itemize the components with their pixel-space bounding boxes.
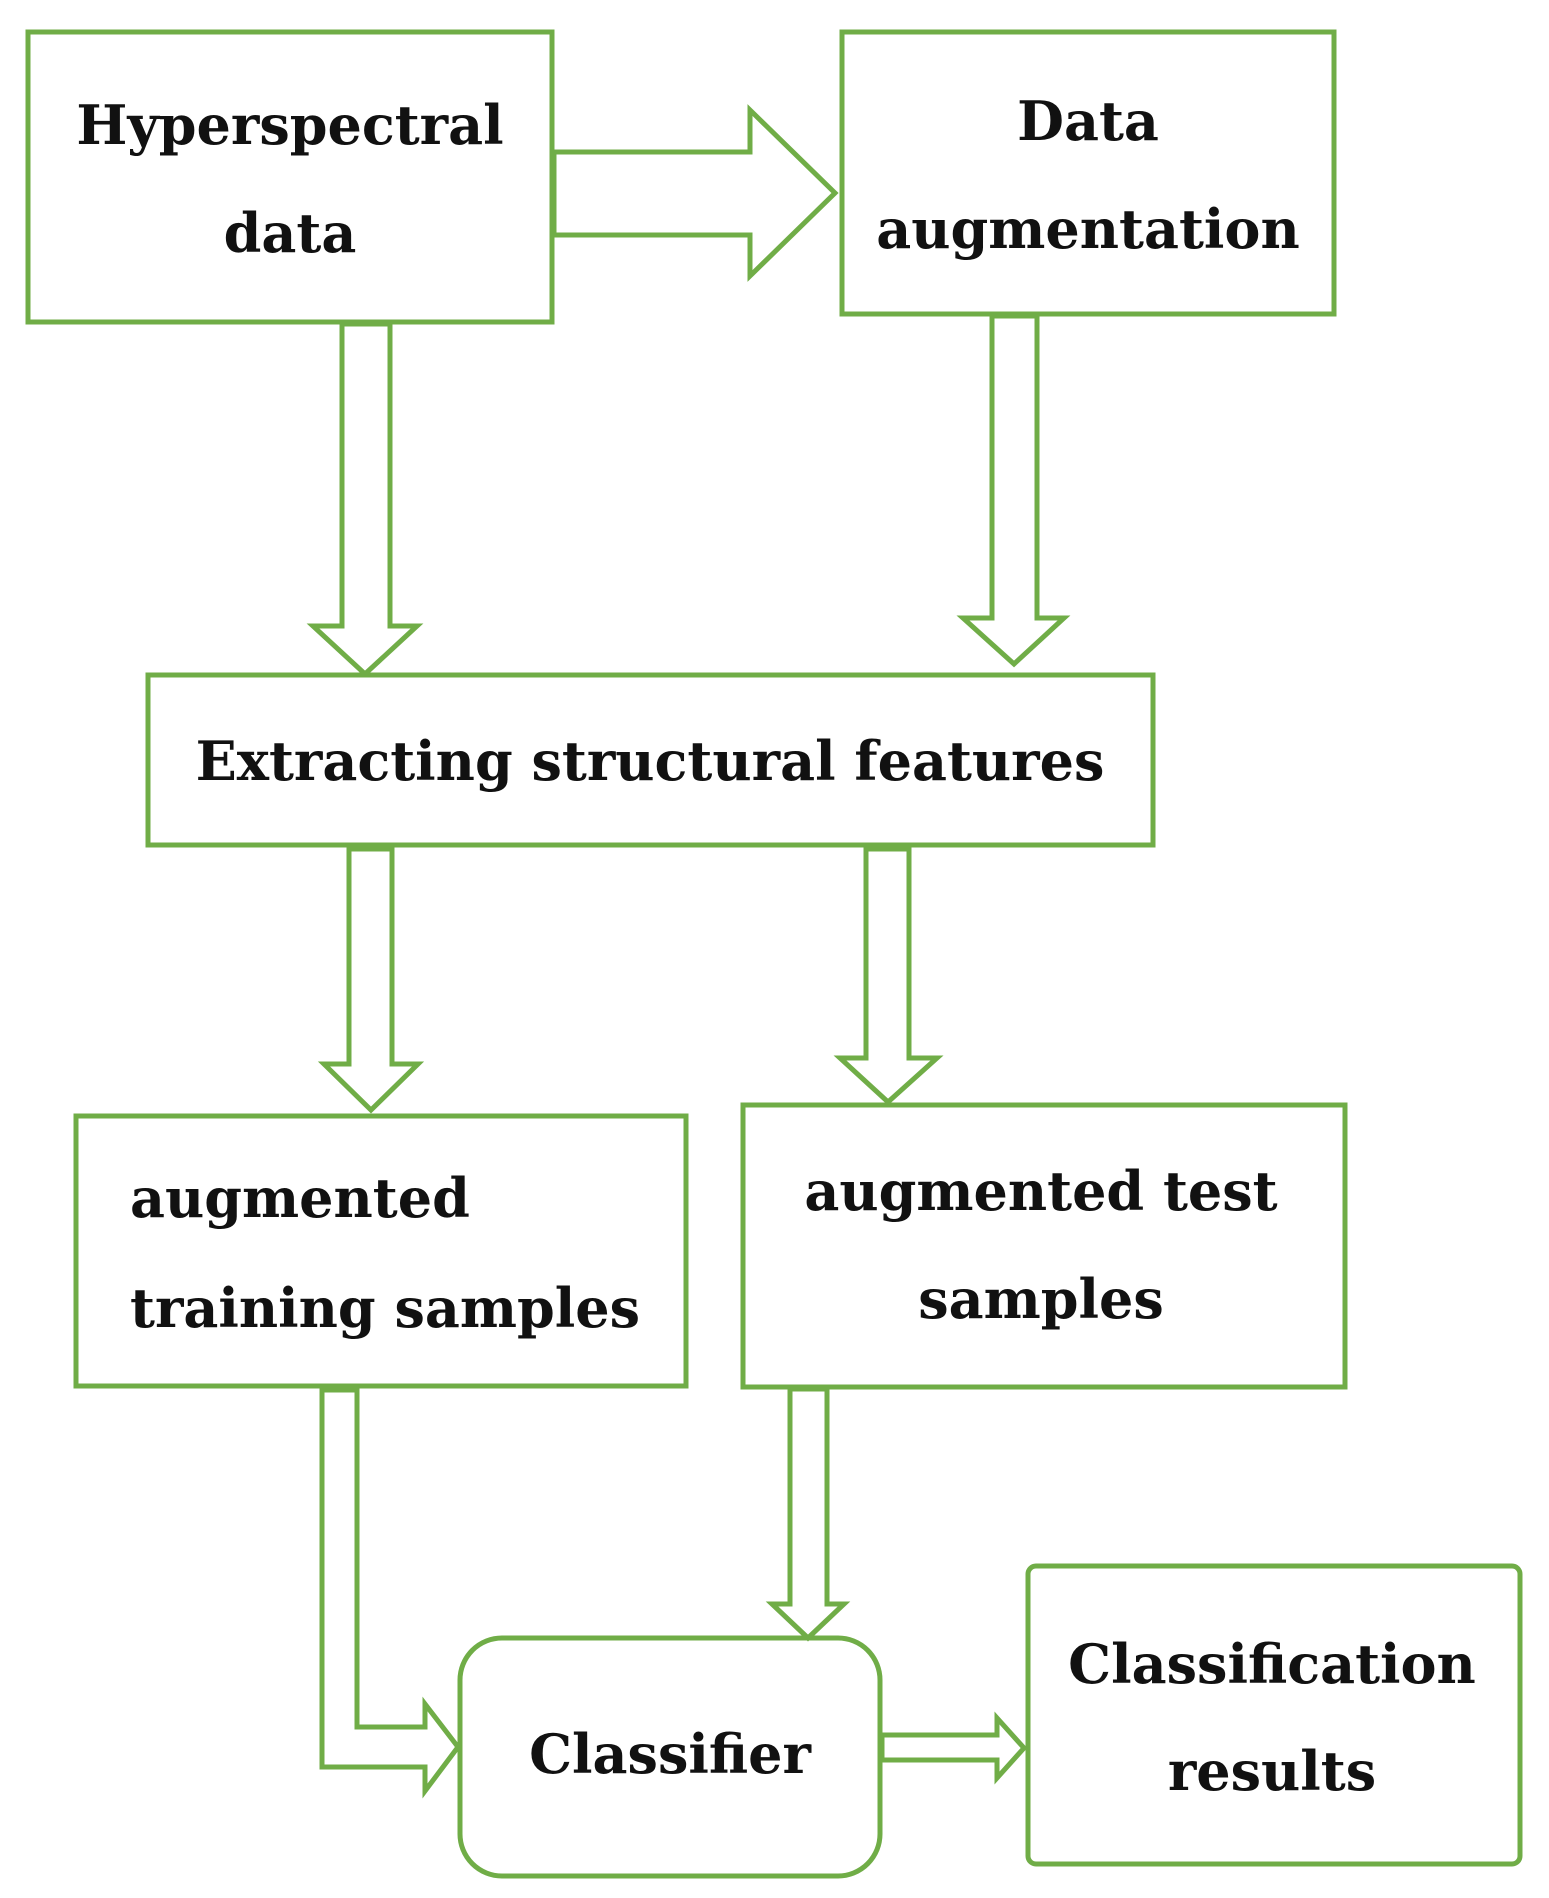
hyperspectral-label-line2: data (224, 201, 357, 265)
arrow-hyperspectral-to-features (306, 321, 424, 678)
arrow-training-to-classifier (319, 1387, 462, 1799)
augmented-test-box (740, 1102, 1348, 1390)
arrow-classifier-to-results (879, 1711, 1028, 1785)
results-label-line2: results (1168, 1739, 1376, 1803)
test-label-line2: samples (918, 1267, 1164, 1331)
classification-results-box (1025, 1563, 1523, 1867)
hyperspectral-label-line1: Hyperspectral (76, 93, 503, 157)
training-label-line1: augmented (130, 1166, 470, 1230)
extracting-features-box (145, 672, 1156, 848)
arrow-features-to-training (317, 846, 425, 1114)
augmented-training-box (73, 1113, 689, 1389)
data-augmentation-box (839, 29, 1337, 317)
arrow-augmentation-to-features (956, 313, 1071, 668)
features-label: Extracting structural features (196, 729, 1105, 793)
arrow-test-to-classifier (765, 1386, 851, 1642)
test-label-line1: augmented test (804, 1159, 1277, 1223)
results-label-line1: Classification (1068, 1632, 1476, 1696)
arrow-features-to-test (833, 846, 944, 1106)
classifier-label: Classifier (529, 1722, 811, 1786)
hyperspectral-data-box (25, 29, 555, 325)
augmentation-label-line2: augmentation (876, 197, 1299, 261)
arrow-hyperspectral-to-augmentation (551, 104, 839, 282)
training-label-line2: training samples (130, 1276, 640, 1340)
augmentation-label-line1: Data (1017, 89, 1159, 153)
